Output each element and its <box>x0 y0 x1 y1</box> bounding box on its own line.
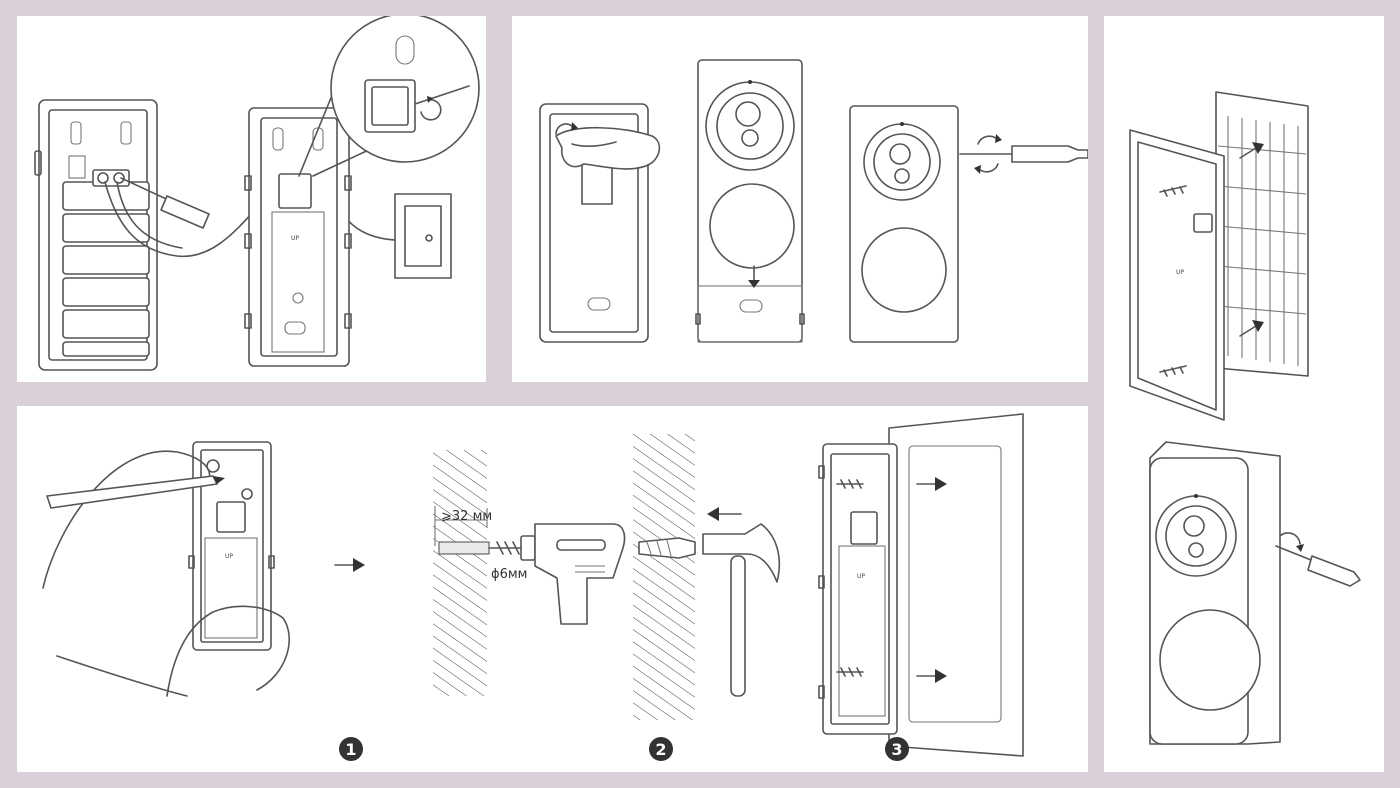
drill-icon <box>488 523 626 625</box>
step-badge-2: 2 <box>649 737 673 761</box>
svg-text:3: 3 <box>891 740 902 759</box>
mounting-plate-screwed: UP <box>818 443 898 735</box>
mounting-plate-marking: UP <box>188 441 275 651</box>
wall-section-drill <box>433 450 487 696</box>
drill-hole <box>438 541 490 555</box>
svg-text:2: 2 <box>655 740 666 759</box>
attach-arrow-icon <box>1239 142 1264 337</box>
up-marking: UP <box>225 553 233 560</box>
up-marking: UP <box>1176 269 1184 276</box>
battery-pack <box>62 181 150 357</box>
up-marking: UP <box>291 235 299 242</box>
panel-faceplate <box>512 16 1088 382</box>
wall-section-anchor <box>633 434 695 720</box>
terminal-block <box>92 169 130 187</box>
doorbell-back-housing <box>34 99 158 371</box>
step-badge-3: 3 <box>885 737 909 761</box>
zoom-callout <box>298 16 480 177</box>
hand-icon <box>555 126 661 170</box>
doorbell-front-assembled <box>849 105 959 343</box>
push-arrow-icon <box>707 507 742 521</box>
panel-wiring: UP <box>17 16 486 382</box>
rotate-arrow-icon <box>974 134 1002 174</box>
hammer-icon <box>702 523 781 697</box>
screw-arrow-icon <box>916 477 947 683</box>
rotate-arrow-icon <box>555 122 578 135</box>
depth-label: ⩾32 мм <box>441 509 492 524</box>
screwdriver-icon <box>959 145 1088 163</box>
svg-text:1: 1 <box>345 740 356 759</box>
mounting-plate: UP <box>244 107 352 367</box>
diameter-label: ϕ6мм <box>491 567 527 582</box>
rotate-arrow-icon <box>1279 532 1304 552</box>
step-badge-1: 1 <box>339 737 363 761</box>
pencil-icon <box>46 475 225 509</box>
screwdriver-icon <box>1275 545 1361 587</box>
depth-dimension: ⩾32 мм <box>434 506 492 546</box>
panel-mounting: UP ⩾32 мм <box>17 406 1088 772</box>
wall-anchor-icon <box>638 537 696 559</box>
mounting-bracket <box>1215 91 1309 377</box>
next-arrow-icon <box>334 558 365 572</box>
doorbell-front-sliding <box>695 59 805 343</box>
panel-final: UP <box>1104 16 1384 772</box>
wall-surface <box>888 413 1024 757</box>
mounting-plate-rear: UP <box>1129 129 1225 421</box>
screwdriver-icon <box>120 177 210 229</box>
wall-outlet <box>394 193 452 279</box>
doorbell-installed <box>1149 441 1281 745</box>
up-marking: UP <box>857 573 865 580</box>
